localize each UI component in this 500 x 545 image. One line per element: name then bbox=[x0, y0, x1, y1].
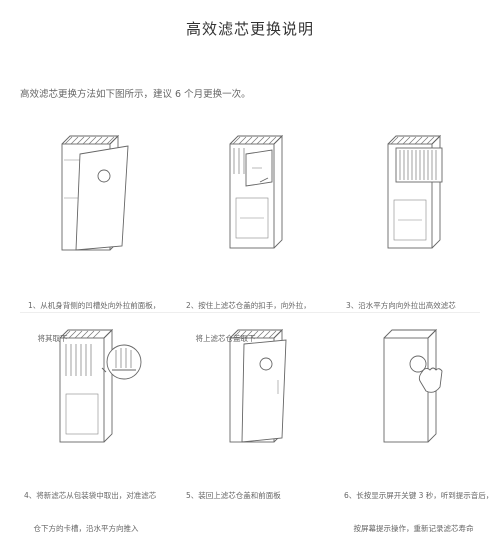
step-5-caption: 5、装回上滤芯仓盖和前面板 bbox=[186, 468, 281, 512]
step-4-caption-line-2: 仓下方的卡槽，沿水平方向推入 bbox=[24, 524, 139, 533]
step-6-caption-line-1: 6、长按显示屏开关键 3 秒，听到提示音后， bbox=[344, 491, 494, 500]
step-5-caption-line-1: 5、装回上滤芯仓盖和前面板 bbox=[186, 491, 281, 500]
step-3-caption: 3、沿水平方向向外拉出高效滤芯 bbox=[346, 278, 456, 322]
step-4-caption-line-1: 4、将新滤芯从包装袋中取出，对准滤芯 bbox=[24, 491, 157, 500]
step-1-caption-line-1: 1、从机身背侧的凹槽处向外拉前面板， bbox=[28, 301, 161, 310]
step-2-caption-line-1: 2、按住上滤芯仓盖的扣手，向外拉， bbox=[186, 301, 311, 310]
step-2-caption-line-2: 将上滤芯仓盖取下 bbox=[186, 334, 256, 343]
page-title: 高效滤芯更换说明 bbox=[185, 20, 314, 38]
step-6-caption: 6、长按显示屏开关键 3 秒，听到提示音后， 按屏幕提示操作，重新记录滤芯寿命 bbox=[344, 468, 493, 545]
step-6-illustration bbox=[383, 328, 443, 443]
step-3-caption-line-1: 3、沿水平方向向外拉出高效滤芯 bbox=[346, 301, 456, 310]
intro-text: 高效滤芯更换方法如下图所示，建议 6 个月更换一次。 bbox=[20, 89, 251, 100]
step-1-caption-line-2: 将其取下 bbox=[28, 334, 68, 343]
step-5-illustration bbox=[229, 328, 287, 443]
step-4-illustration bbox=[59, 328, 142, 443]
step-1-illustration bbox=[61, 134, 129, 251]
step-2-caption: 2、按住上滤芯仓盖的扣手，向外拉， 将上滤芯仓盖取下 bbox=[186, 278, 311, 355]
step-2-illustration bbox=[229, 134, 284, 249]
step-6-caption-line-2: 按屏幕提示操作，重新记录滤芯寿命 bbox=[344, 524, 474, 533]
step-3-illustration bbox=[387, 134, 443, 249]
step-1-caption: 1、从机身背侧的凹槽处向外拉前面板， 将其取下 bbox=[28, 278, 160, 355]
step-4-caption: 4、将新滤芯从包装袋中取出，对准滤芯 仓下方的卡槽，沿水平方向推入 bbox=[24, 468, 156, 545]
